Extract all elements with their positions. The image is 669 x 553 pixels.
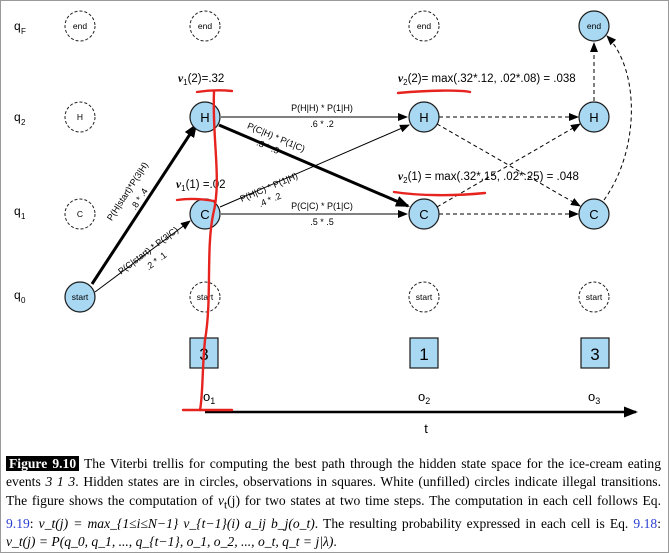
equation-link-9-19[interactable]: 9.19: [6, 515, 30, 531]
h-state-t1: [189, 101, 221, 133]
edge-h1-c2-bestpath: [218, 123, 410, 208]
end-state: [578, 10, 610, 42]
svg-text:1: 1: [21, 212, 26, 221]
formula-viterbi-probability: v_t(j) = P(q_0, q_1, ..., q_{t−1}, o_1, …: [6, 533, 334, 549]
end-state-illegal: [64, 10, 96, 42]
start-state-label: start: [416, 292, 433, 302]
end-state-label: end: [417, 21, 431, 31]
row-label-q0: q 0: [14, 288, 26, 305]
c-state-label: C: [419, 207, 428, 222]
c-state-t2: [408, 198, 440, 230]
edge-start-c1: [94, 220, 191, 293]
end-state-label: end: [198, 21, 212, 31]
row-label-q2: q 2: [14, 110, 26, 127]
c-state-t3: [578, 198, 610, 230]
svg-text:q: q: [14, 110, 21, 124]
end-state-label: end: [73, 21, 87, 31]
c-state-label: C: [589, 207, 598, 222]
c-state-label: C: [77, 209, 83, 219]
red-annotation-v2-2-underline: [396, 89, 472, 95]
edge-start-h1-bestpath: [90, 123, 198, 285]
red-annotation-vertical-line: [198, 90, 219, 412]
equation-link-9-18[interactable]: 9.18: [633, 515, 658, 531]
svg-text:2: 2: [21, 118, 26, 127]
observation-value-2: 1: [419, 345, 428, 364]
annotation-v1-2: v1(2)=.32: [178, 73, 224, 87]
observation-label-o2: o2: [418, 389, 430, 406]
observation-box-3: [580, 337, 610, 369]
svg-text:q: q: [14, 19, 21, 33]
observation-label-o1: o1: [203, 389, 215, 406]
observation-value-3: 3: [590, 345, 599, 364]
c-state-illegal: [64, 198, 96, 230]
row-label-q1: q 1: [14, 204, 26, 221]
svg-text:0: 0: [21, 296, 26, 305]
h-state-illegal: [64, 101, 96, 133]
end-state-illegal: [189, 10, 221, 42]
time-axis-label: t: [424, 421, 428, 436]
annotation-v1-1: v1(1) =.02: [176, 179, 226, 193]
edge-c3-end: [603, 35, 632, 201]
start-state-illegal: [578, 281, 610, 313]
formula-viterbi-recursion: v_t(j) = max_{1≤i≤N−1} v_{t−1}(i) a_ij b…: [38, 515, 315, 531]
red-annotation-v1-2-underline: [195, 89, 234, 94]
end-state-label: end: [587, 21, 601, 31]
observation-label-o3: o3: [588, 389, 600, 406]
start-state-illegal: [408, 281, 440, 313]
start-state-label: start: [197, 292, 214, 302]
figure-caption: Figure 9.10 The Viterbi trellis for comp…: [6, 456, 661, 549]
figure-label: Figure 9.10: [6, 456, 80, 471]
annotation-v2-2: v2(2)= max(.32*.12, .02*.08) = .038: [398, 73, 576, 87]
edge-label-hh-expr: P(H|H) * P(1|H): [291, 103, 353, 113]
start-state-label: start: [586, 292, 603, 302]
svg-text:F: F: [21, 27, 26, 36]
svg-text:q: q: [14, 204, 21, 218]
c-state-label: C: [200, 207, 209, 222]
start-state-label: start: [72, 292, 89, 302]
edge-label-hh-val: .6 * .2: [310, 119, 334, 129]
annotation-v2-1: v2(1) = max(.32*.15, .02*.25) = .048: [398, 171, 579, 185]
h-state-label: H: [419, 110, 428, 125]
h-state-label: H: [77, 112, 83, 122]
h-state-t3: [578, 101, 610, 133]
observation-box-2: [409, 337, 439, 369]
red-annotation-v2-1-underline: [392, 190, 487, 197]
start-state-illegal: [189, 281, 221, 313]
edge-label-cc-expr: P(C|C) * P(1|C): [291, 201, 353, 211]
start-state: [64, 281, 96, 313]
h-state-t2: [408, 101, 440, 133]
end-state-illegal: [408, 10, 440, 42]
h-state-label: H: [200, 110, 209, 125]
h-state-label: H: [589, 110, 598, 125]
svg-text:q: q: [14, 288, 21, 302]
row-label-qF: q F: [14, 19, 26, 36]
edge-label-cc-val: .5 * .5: [310, 217, 334, 227]
red-annotation-v1-1-underline: [175, 197, 216, 203]
